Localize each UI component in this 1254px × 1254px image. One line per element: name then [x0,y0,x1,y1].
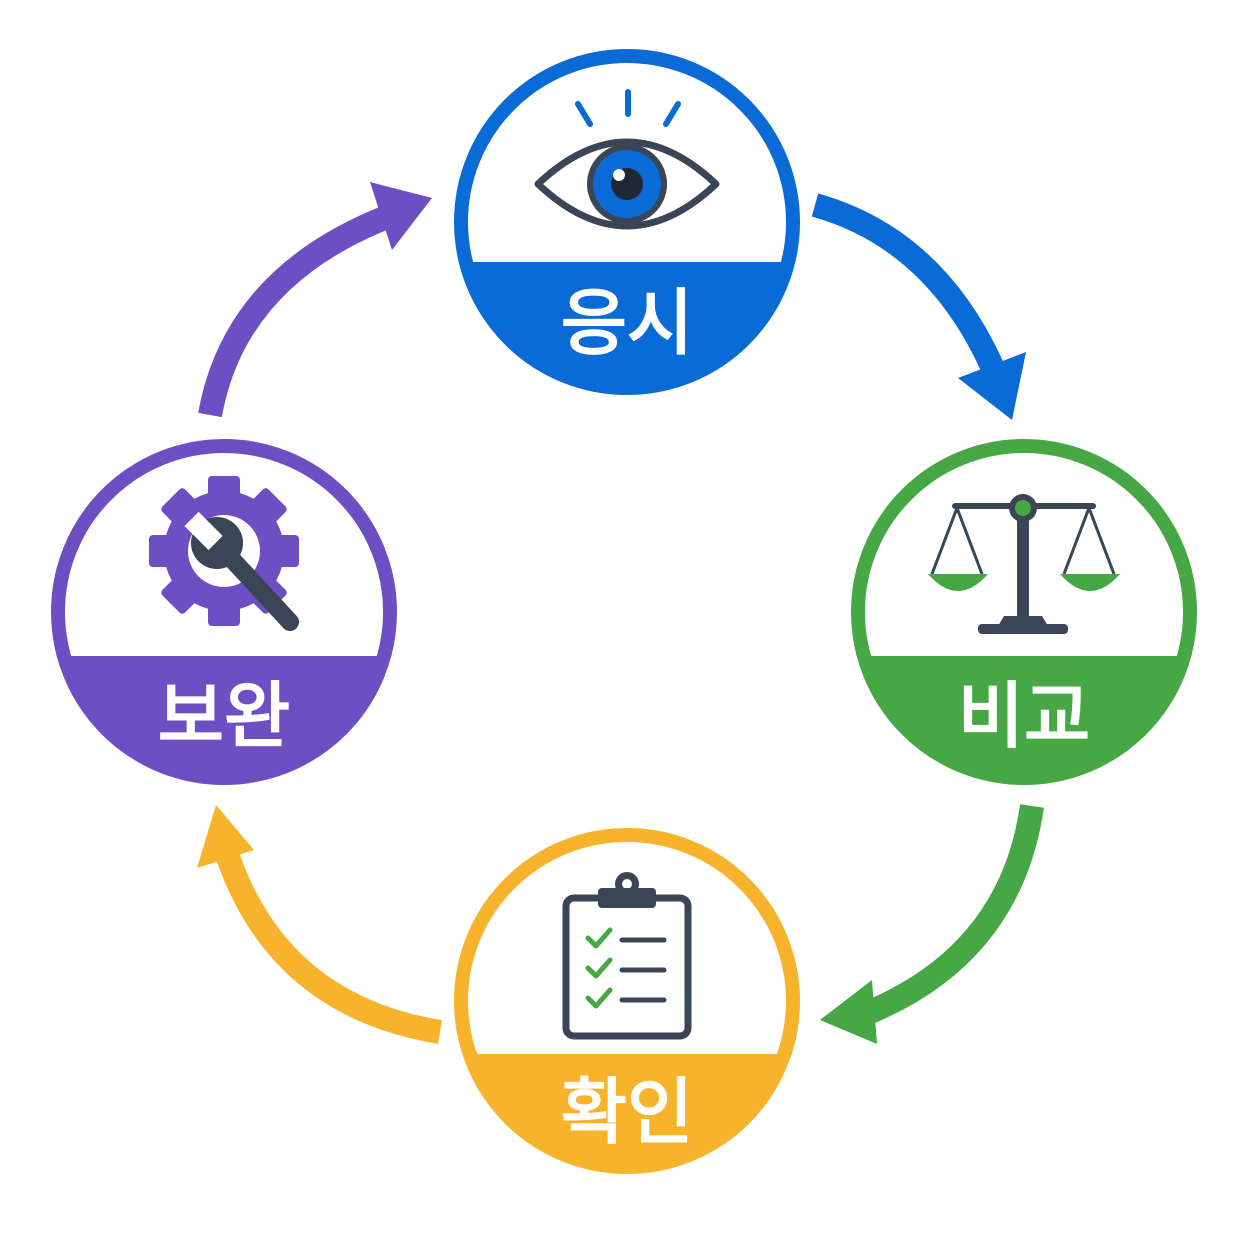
arrow-observe-to-compare [811,193,1026,420]
arrow-improve-to-observe-head [370,182,432,250]
arrow-observe-to-compare-shaft [811,193,1010,385]
node-improve-label: 보완 [158,674,290,758]
arrow-confirm-to-improve [197,805,442,1044]
balance-scale-icon [928,494,1120,634]
arrow-improve-to-observe-shaft [198,203,397,418]
node-improve: 보완 [51,439,397,785]
arrow-compare-to-confirm-shaft [850,804,1044,1030]
arrow-improve-to-observe [198,182,432,418]
node-compare-label: 비교 [958,674,1090,758]
arrow-compare-to-confirm [820,804,1044,1044]
eye-icon [534,89,720,230]
arrow-compare-to-confirm-head [820,980,877,1044]
node-compare-ring [851,439,1197,785]
arrow-confirm-to-improve-head [197,805,254,868]
checklist-clipboard-icon [562,872,692,1040]
node-improve-ring [51,439,397,785]
gear-wrench-icon [149,476,299,631]
node-confirm: 확인 [454,828,800,1174]
node-observe: 응시 [454,49,800,395]
arrow-confirm-to-improve-shaft [213,844,442,1044]
node-confirm-label: 확인 [561,1070,693,1154]
node-observe-label: 응시 [561,281,693,365]
node-compare: 비교 [851,439,1197,785]
arrow-observe-to-compare-head [958,352,1026,420]
node-observe-ring [454,49,800,395]
node-confirm-ring [454,828,800,1174]
